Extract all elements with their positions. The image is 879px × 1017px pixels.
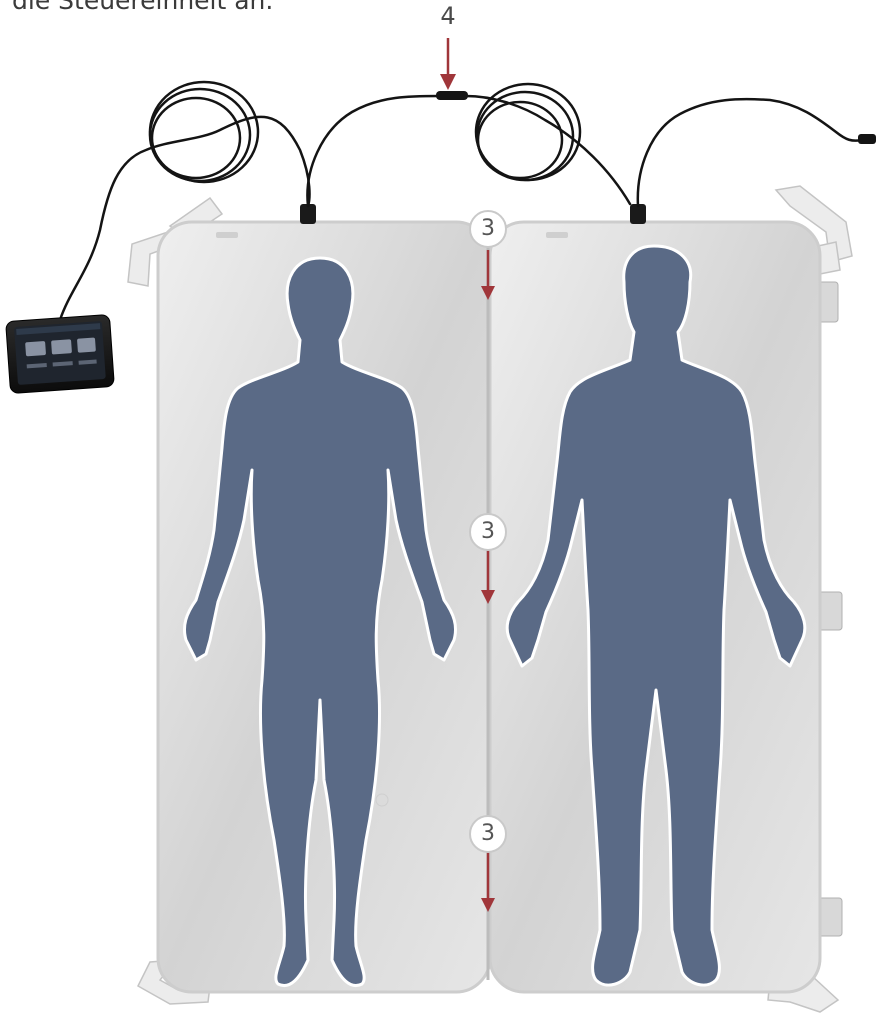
cable-end-plug	[858, 134, 876, 144]
callout-badge-seam-1: 3	[469, 210, 507, 248]
mat-label-right	[546, 232, 568, 238]
arrow-top	[440, 38, 456, 90]
control-unit	[6, 314, 115, 393]
mat-label-left	[216, 232, 238, 238]
cable-splitter	[436, 91, 468, 100]
callout-badge-seam-3: 3	[469, 815, 507, 853]
callout-badge-seam-2: 3	[469, 513, 507, 551]
